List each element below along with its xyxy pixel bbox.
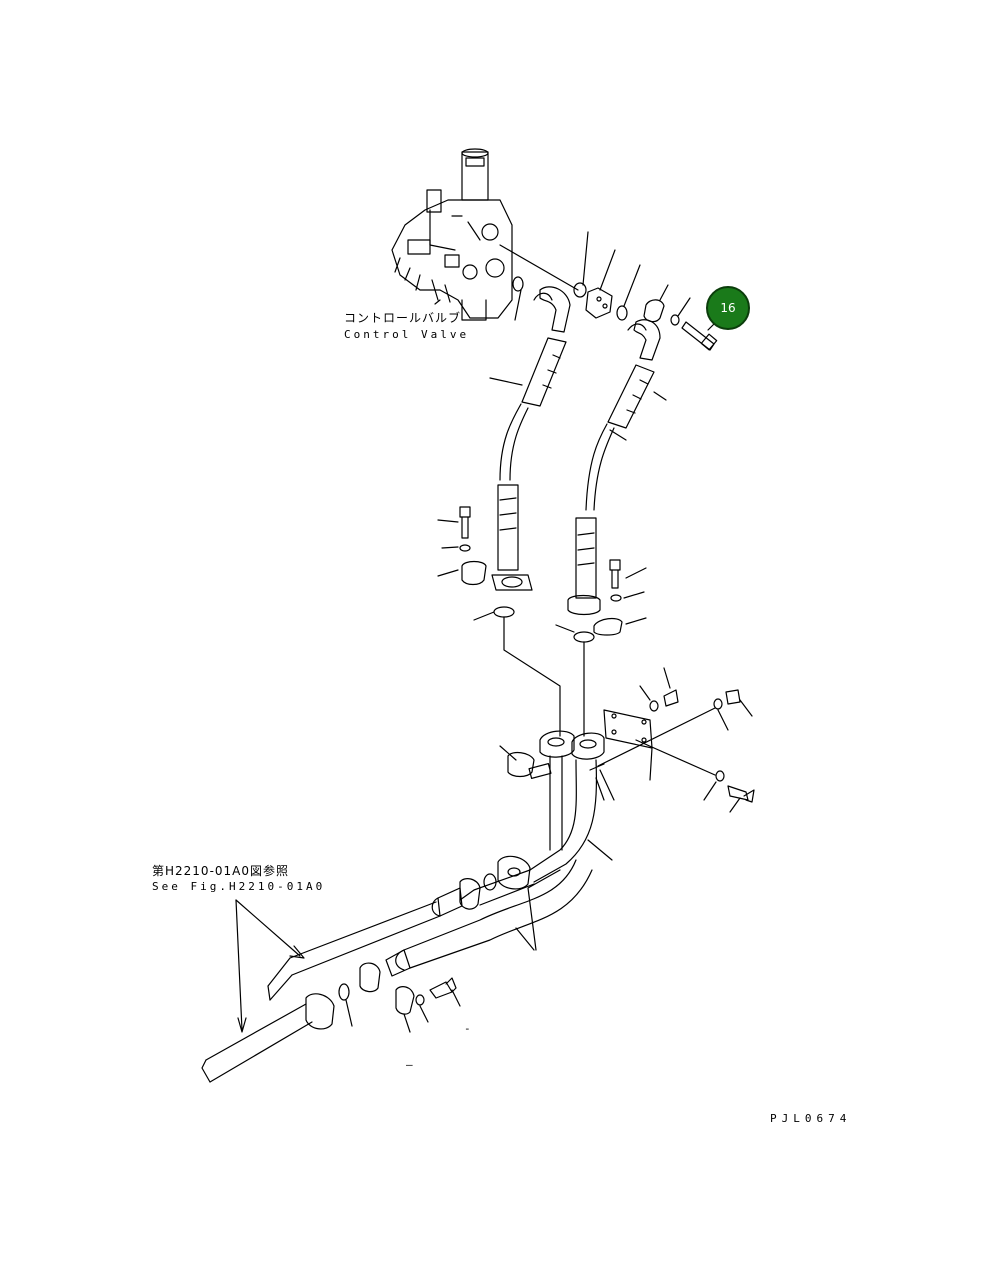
reference-label-en: See Fig.H2210-01A0 bbox=[152, 880, 326, 893]
reference-label-jp: 第H2210-01A0図参照 bbox=[152, 864, 290, 878]
control-valve-body bbox=[391, 148, 513, 321]
control-valve-label-jp: コントロールバルブ bbox=[344, 311, 462, 325]
lower-pipe-assembly bbox=[201, 855, 593, 1083]
hose-left bbox=[489, 286, 571, 591]
manifold-block bbox=[499, 730, 605, 883]
callout-16-number: 16 bbox=[720, 301, 736, 315]
fastener-set-right bbox=[555, 559, 647, 643]
item-dash-1: - bbox=[464, 1022, 471, 1035]
seal-parts-top bbox=[512, 231, 721, 351]
drawing-code: PJL0674 bbox=[770, 1112, 852, 1125]
leader-line bbox=[499, 244, 579, 291]
reference-leader-arrows bbox=[235, 899, 305, 1033]
callout-16-badge[interactable]: 16 bbox=[706, 286, 750, 330]
fastener-set-left bbox=[437, 506, 515, 621]
bracket-plate bbox=[597, 667, 755, 813]
item-dash-2: – bbox=[406, 1058, 413, 1071]
hose-right bbox=[567, 319, 667, 616]
control-valve-label-en: Control Valve bbox=[344, 328, 470, 341]
